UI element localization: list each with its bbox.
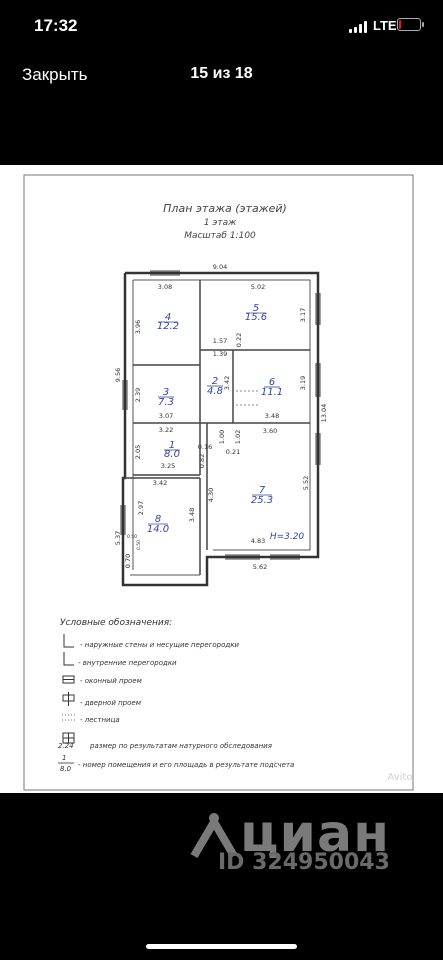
dim-342b: 3.42 (153, 479, 167, 487)
dim-360: 3.60 (263, 427, 277, 435)
signal-icon (349, 21, 369, 33)
legend-item-inner-walls: - внутренние перегородки (78, 659, 177, 667)
room-4-num: 4 (165, 312, 171, 323)
dim-022: 0.22 (235, 333, 243, 347)
dim-348b: 3.48 (188, 508, 196, 522)
room-1-num: 1 (169, 440, 175, 451)
dim-left-total: 9.56 (114, 368, 122, 382)
dim-102: 1.02 (234, 430, 242, 444)
dim-070: 0.70 (124, 554, 132, 568)
dim-139: 1.39 (213, 350, 227, 358)
room-3-num: 3 (163, 387, 169, 398)
legend-item-outer-walls: - наружные стены и несущие перегородки (80, 641, 239, 649)
room-5-num: 5 (253, 303, 259, 314)
floor-plan-drawing: План этажа (этажей) 1 этаж Масштаб 1:100 (23, 174, 414, 791)
status-bar: 17:32 LTE (0, 0, 443, 54)
dim-562: 5.62 (253, 563, 267, 571)
dim-552: 5.52 (302, 476, 310, 490)
room-6-area: 11.1 (261, 387, 283, 398)
avito-watermark: Avito (388, 772, 413, 783)
dim-157: 1.57 (213, 337, 227, 345)
room-7-area: 25.3 (251, 495, 273, 506)
dim-050b: 0.50 (136, 540, 142, 550)
plan-scale: Масштаб 1:100 (184, 231, 256, 241)
legend-sample-room-num: 1 (62, 754, 66, 762)
dim-322: 3.22 (159, 426, 173, 434)
room-3-area: 7.3 (158, 397, 174, 408)
cian-logo-icon (190, 813, 238, 859)
dim-050a: 0.50 (127, 534, 137, 540)
photo-counter: 15 из 18 (190, 65, 253, 82)
dim-016: 0.16 (198, 443, 212, 451)
dim-205: 2.05 (134, 445, 142, 459)
dim-430: 4.30 (207, 488, 215, 502)
gallery-nav-bar: Закрыть 15 из 18 (0, 54, 443, 98)
status-time: 17:32 (34, 16, 78, 35)
legend-item-stairs: - лестница (80, 716, 120, 724)
room-8-area: 14.0 (147, 524, 169, 535)
legend-item-door: - дверной проем (80, 699, 142, 707)
dim-021: 0.21 (226, 448, 240, 456)
dim-297: 2.97 (137, 501, 145, 515)
dim-396: 3.96 (134, 320, 142, 334)
plan-floor: 1 этаж (204, 218, 237, 228)
room-4-area: 12.2 (157, 321, 179, 332)
dim-239: 2.39 (134, 388, 142, 402)
room-8-num: 8 (155, 514, 161, 525)
dim-342a: 3.42 (223, 376, 231, 390)
floor-plan-photo[interactable]: План этажа (этажей) 1 этаж Масштаб 1:100 (0, 165, 443, 793)
dim-100: 1.00 (218, 430, 226, 444)
dim-317: 3.17 (299, 308, 307, 322)
dim-483: 4.83 (251, 537, 265, 545)
legend-sample-room-area: 8.0 (60, 765, 72, 773)
legend-item-window: - оконный проем (80, 677, 143, 685)
legend-sample-size: 2.24 (58, 742, 74, 750)
listing-id: ID 324950043 (218, 850, 390, 875)
plan-title: План этажа (этажей) (163, 202, 287, 215)
legend-title: Условные обозначения: (60, 618, 172, 628)
cian-watermark: циан ID 324950043 (190, 804, 420, 888)
room-6-num: 6 (269, 377, 275, 388)
close-button[interactable]: Закрыть (22, 65, 88, 84)
cian-brand-text: циан (240, 804, 390, 864)
dim-537: 5.37 (114, 531, 122, 545)
dim-308: 3.08 (158, 283, 172, 291)
legend-item-room: - номер помещения и его площадь в резуль… (78, 761, 294, 769)
home-indicator[interactable] (146, 944, 297, 949)
dim-325: 3.25 (161, 462, 175, 470)
dim-right-total: 13.04 (320, 404, 328, 423)
dim-348: 3.48 (265, 412, 279, 420)
dim-502: 5.02 (251, 283, 265, 291)
legend-item-size: размер по результатам натурного обследов… (89, 742, 272, 750)
room-5-area: 15.6 (245, 312, 267, 323)
network-label: LTE (373, 18, 397, 33)
ceiling-height: H=3.20 (270, 532, 305, 542)
room-1-area: 8.0 (164, 449, 180, 460)
room-2-num: 2 (212, 376, 218, 387)
dim-top-total: 9.04 (213, 263, 227, 271)
dim-319: 3.19 (299, 376, 307, 390)
battery-icon (397, 18, 424, 31)
room-2-area: 4.8 (207, 386, 223, 397)
dim-307: 3.07 (159, 412, 173, 420)
dim-082: 0.82 (198, 454, 206, 468)
room-7-num: 7 (259, 485, 266, 496)
